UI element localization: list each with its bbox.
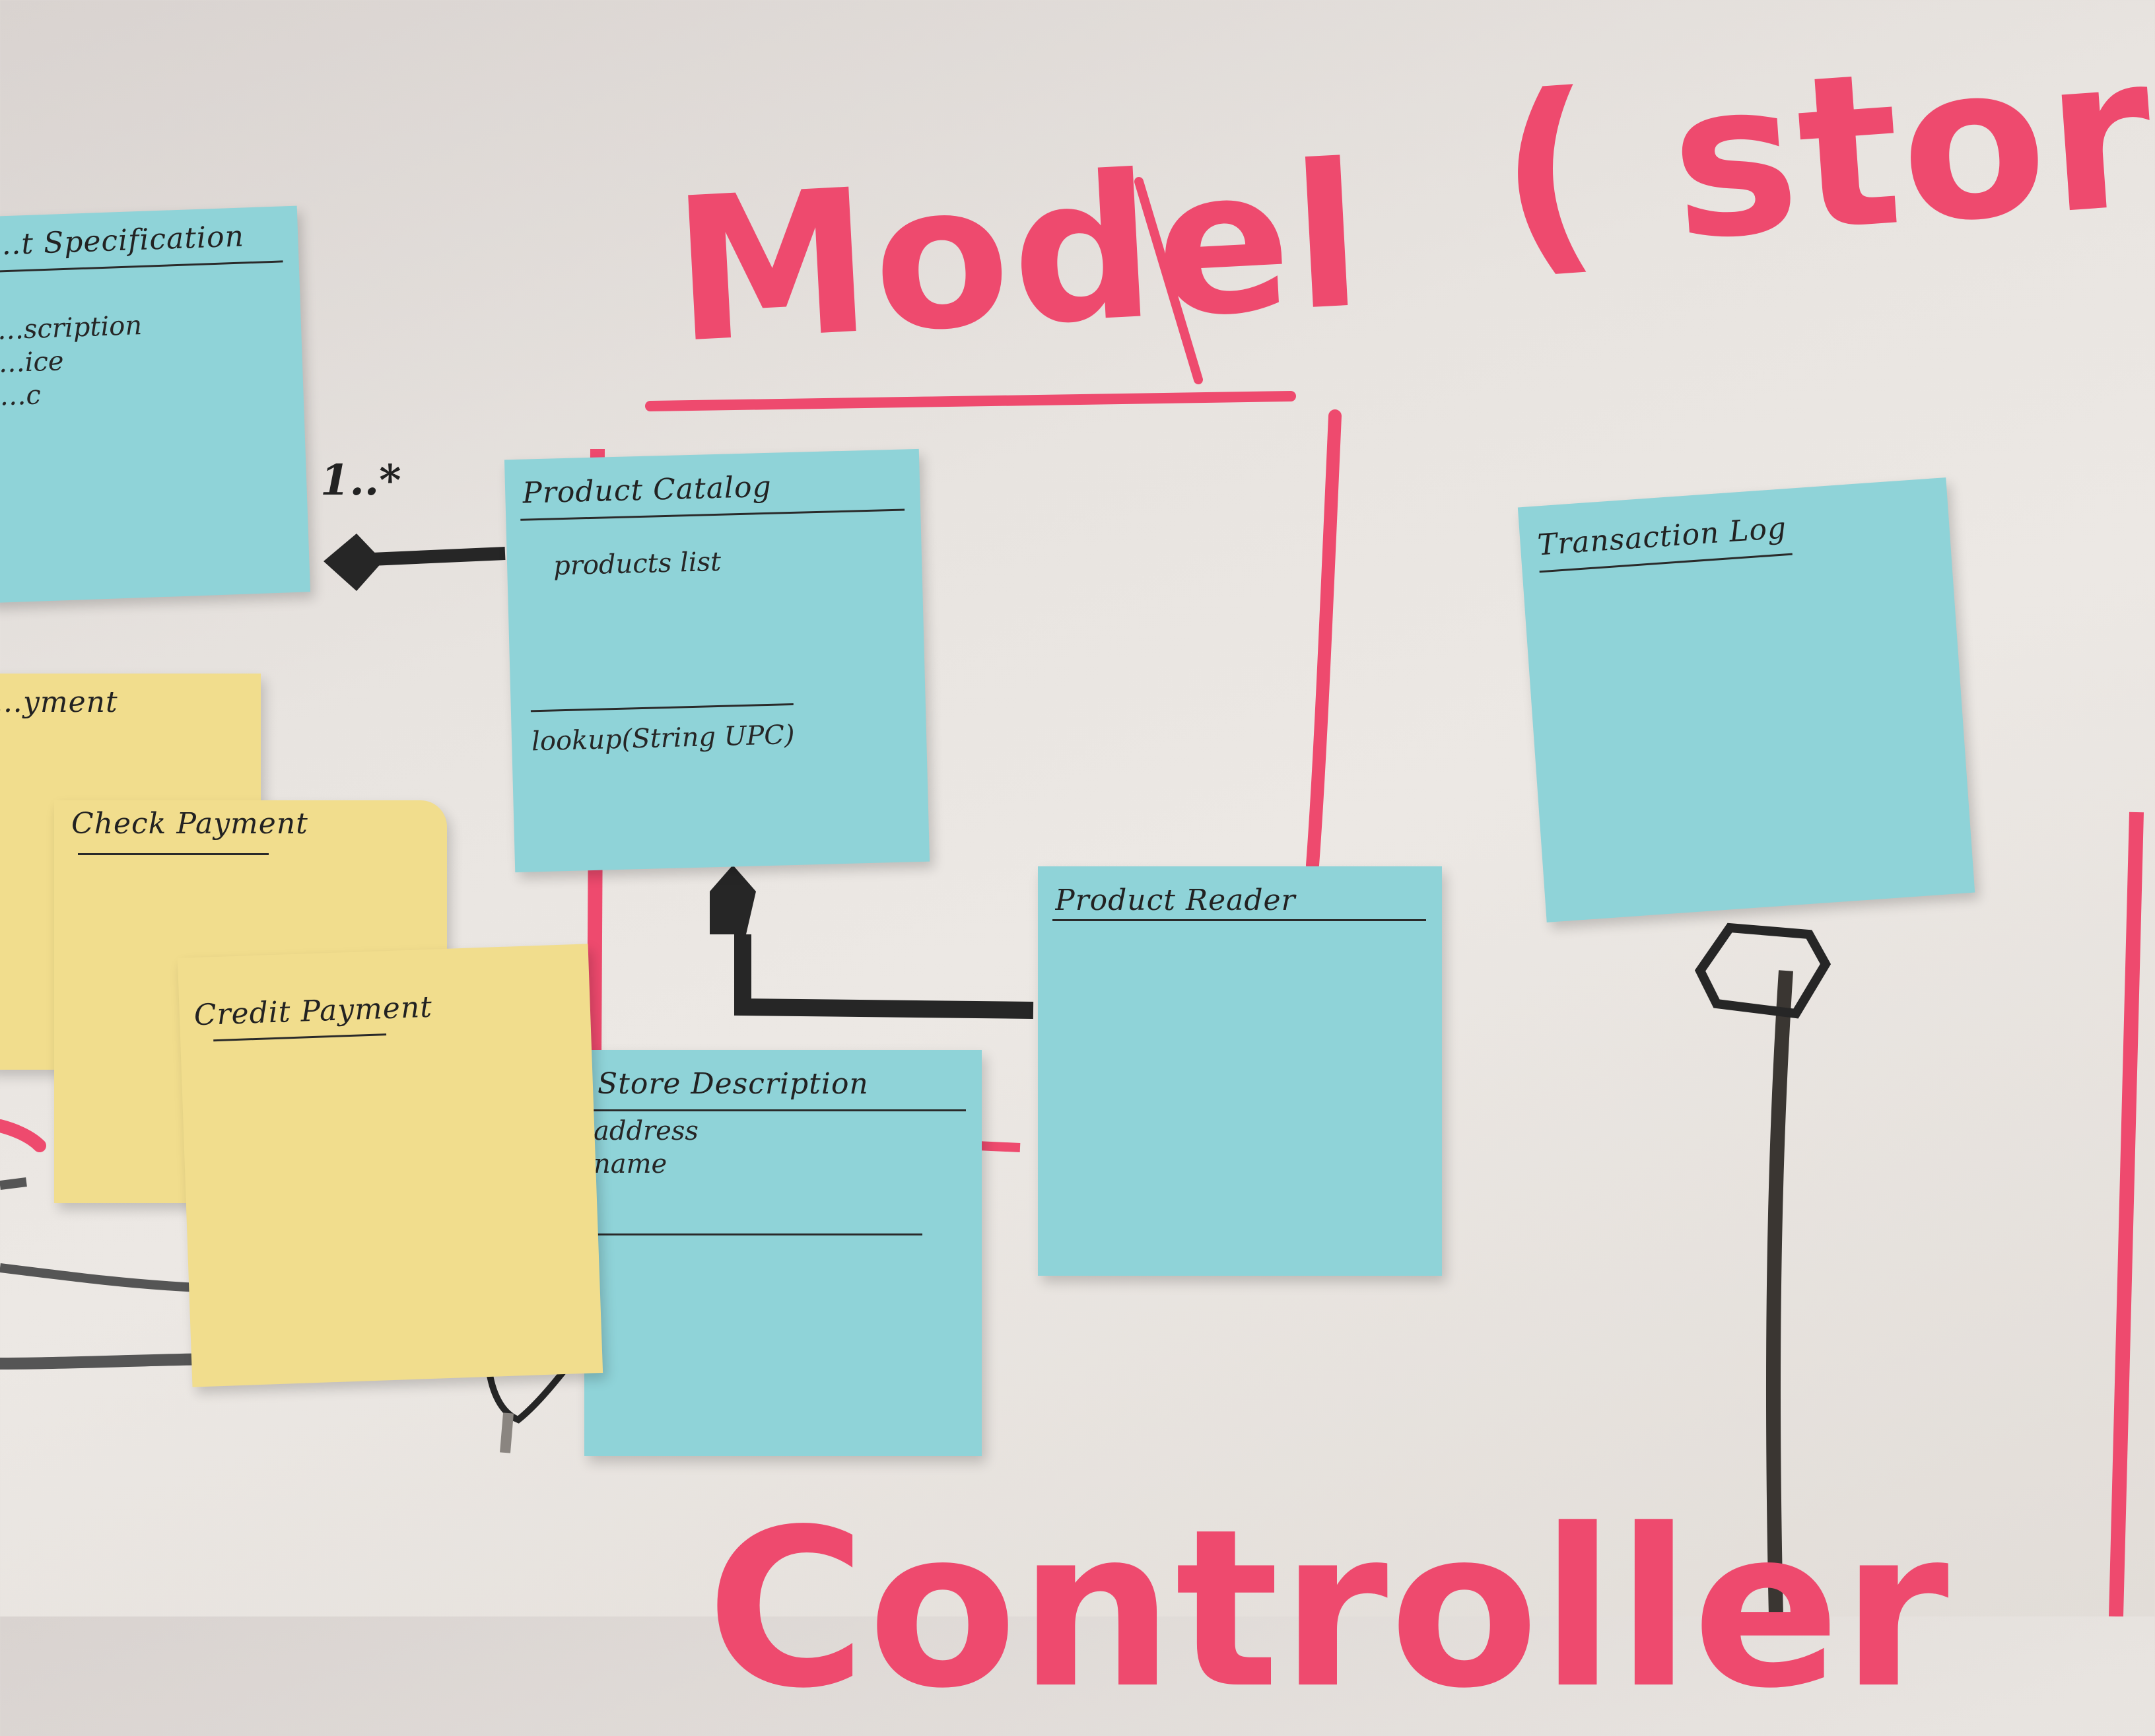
reader-connector — [734, 934, 1034, 1019]
log-arrowhead — [1694, 922, 1831, 1019]
note-title: Credit Payment — [193, 990, 433, 1033]
composition-diamond — [710, 865, 756, 934]
note-operation: lookup(String UPC) — [531, 719, 796, 757]
note-rule — [530, 703, 794, 712]
note-title: …t Specification — [0, 219, 245, 262]
note-title: …yment — [0, 685, 118, 719]
multiplicity-label: 1..* — [320, 456, 401, 505]
heading-model: Model — [667, 120, 1370, 388]
note-title: Product Catalog — [522, 469, 772, 510]
note-line: …c — [0, 380, 42, 412]
note-title: Store Description — [598, 1067, 869, 1101]
note-line: …ice — [0, 346, 65, 379]
note-rule — [1052, 919, 1426, 921]
hook-stem — [500, 1412, 514, 1453]
note-store-description: Store Description address name — [584, 1050, 982, 1456]
note-rule — [213, 1033, 387, 1042]
note-rule — [591, 1109, 966, 1111]
note-rule — [0, 260, 283, 273]
note-rule — [520, 508, 905, 521]
note-attribute: products list — [553, 546, 722, 582]
note-product-catalog: Product Catalog products list lookup(Str… — [504, 448, 930, 873]
note-line: address — [594, 1116, 699, 1146]
aggregation-line — [356, 547, 506, 567]
marker-drawing — [0, 177, 2144, 1616]
model-underline — [645, 391, 1296, 411]
hook-arrow — [485, 1366, 567, 1424]
model-stroke — [1134, 177, 1203, 384]
note-product-reader: Product Reader — [1038, 866, 1442, 1276]
note-transaction-log: Transaction Log — [1517, 477, 1975, 922]
note-title: Check Payment — [71, 807, 308, 841]
note-line: …scription — [0, 310, 143, 346]
note-title: Product Reader — [1055, 884, 1296, 917]
note-rule — [591, 1233, 922, 1235]
log-connector — [1765, 970, 1793, 1616]
note-credit-payment: Credit Payment — [177, 944, 603, 1387]
note-product-specification: …t Specification …scription …ice …c — [0, 205, 311, 604]
aggregation-diamond — [324, 534, 383, 591]
note-rule — [78, 853, 269, 855]
red-dash — [976, 1141, 1021, 1152]
note-title: Transaction Log — [1536, 511, 1788, 563]
note-line: name — [594, 1149, 667, 1179]
heading-controller: Controller — [706, 1482, 1950, 1736]
left-line-1 — [0, 1263, 199, 1292]
red-vertical-right — [2109, 812, 2144, 1616]
left-line-2 — [0, 1353, 212, 1370]
red-blob-left — [0, 1119, 46, 1152]
red-vertical-center — [1306, 409, 1342, 872]
left-line-3 — [0, 1177, 27, 1190]
